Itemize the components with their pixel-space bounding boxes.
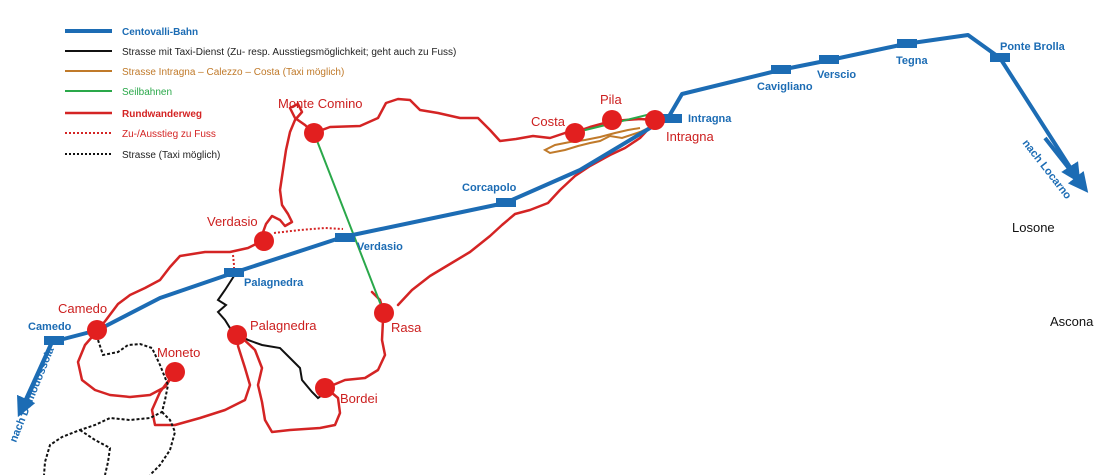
- place-label-losone: Losone: [1012, 220, 1055, 235]
- village-label-monte-comino: Monte Comino: [278, 96, 363, 111]
- trail-comino-costa: [312, 97, 567, 143]
- village-dot-palagnedra: [227, 325, 247, 345]
- legend-railway-label: Centovalli-Bahn: [122, 27, 198, 38]
- legend-road-taxi-label: Strasse (Taxi möglich): [122, 150, 220, 161]
- village-label-moneto: Moneto: [157, 345, 200, 360]
- station-marker-palagnedra: [224, 268, 244, 277]
- hiking-loop: [76, 97, 657, 434]
- station-label-ponte-brolla: Ponte Brolla: [1000, 41, 1066, 53]
- station-label-cavigliano: Cavigliano: [757, 81, 813, 93]
- village-dot-bordei: [315, 378, 335, 398]
- trail-palagnedra-bordei: [236, 332, 342, 434]
- village-dot-rasa: [374, 303, 394, 323]
- station-label-verscio: Verscio: [817, 69, 856, 81]
- village-label-costa: Costa: [531, 114, 566, 129]
- station-label-intragna: Intragna: [688, 113, 732, 125]
- station-marker-verscio: [819, 55, 839, 64]
- village-dot-camedo: [87, 320, 107, 340]
- dashed-roads: [43, 339, 177, 475]
- station-marker-cavigliano: [771, 65, 791, 74]
- village-label-bordei: Bordei: [340, 391, 378, 406]
- road-camedo-south: [79, 429, 112, 475]
- trail-bordei-rasa: [324, 311, 387, 390]
- village-dot-intragna: [645, 110, 665, 130]
- legend: Centovalli-Bahn Strasse mit Taxi-Dienst …: [65, 27, 456, 161]
- trail-intragna-rasa: [396, 120, 657, 307]
- foot-access-verdasio: [273, 226, 344, 234]
- village-label-camedo: Camedo: [58, 301, 107, 316]
- village-dot-moneto: [165, 362, 185, 382]
- station-marker-camedo: [44, 336, 64, 345]
- trail-moneto-palagnedra: [150, 332, 252, 427]
- station-marker-verdasio: [335, 233, 355, 242]
- road-camedo-moneto: [43, 339, 170, 475]
- station-marker-corcapolo: [496, 198, 516, 207]
- costa-road: [542, 124, 656, 155]
- direction-locarno: nach Locarno: [1020, 137, 1074, 201]
- village-dot-monte-comino: [304, 123, 324, 143]
- station-label-tegna: Tegna: [896, 55, 928, 67]
- village-label-rasa: Rasa: [391, 320, 422, 335]
- taxi-road: [216, 275, 327, 400]
- village-label-pila: Pila: [600, 92, 622, 107]
- trail-verdasio-camedo: [96, 239, 264, 332]
- village-dot-pila: [602, 110, 622, 130]
- place-label-ascona: Ascona: [1050, 314, 1094, 329]
- cable-cars: [313, 112, 656, 314]
- trail-comino-verdasio: [260, 102, 316, 237]
- foot-access-paths: [232, 226, 344, 272]
- station-marker-intragna: [662, 114, 682, 123]
- station-label-palagnedra: Palagnedra: [244, 277, 304, 289]
- village-label-palagnedra: Palagnedra: [250, 318, 317, 333]
- station-label-camedo: Camedo: [28, 321, 72, 333]
- village-label-intragna: Intragna: [666, 129, 714, 144]
- station-markers: [44, 39, 1010, 345]
- legend-taxi-road-label: Strasse mit Taxi-Dienst (Zu- resp. Ausst…: [122, 47, 456, 58]
- station-label-verdasio: Verdasio: [357, 241, 403, 253]
- arrow-domodossola: [17, 341, 54, 418]
- direction-domodossola: nach Domodossola: [8, 345, 57, 444]
- cable-comino-rasa: [313, 132, 385, 314]
- trail-camedo-moneto: [76, 328, 177, 399]
- legend-cable-car-label: Seilbahnen: [122, 87, 172, 98]
- village-dot-costa: [565, 123, 585, 143]
- station-label-corcapolo: Corcapolo: [462, 182, 517, 194]
- village-label-verdasio: Verdasio: [207, 214, 258, 229]
- legend-hiking-loop-label: Rundwanderweg: [122, 109, 202, 120]
- arrow-locarno: [1043, 136, 1089, 193]
- legend-foot-access-label: Zu-/Ausstieg zu Fuss: [122, 129, 216, 140]
- village-dot-verdasio: [254, 231, 274, 251]
- legend-costa-road-label: Strasse Intragna – Calezzo – Costa (Taxi…: [122, 67, 344, 78]
- station-marker-tegna: [897, 39, 917, 48]
- village-dots: [87, 110, 665, 398]
- station-marker-ponte-brolla: [990, 53, 1010, 62]
